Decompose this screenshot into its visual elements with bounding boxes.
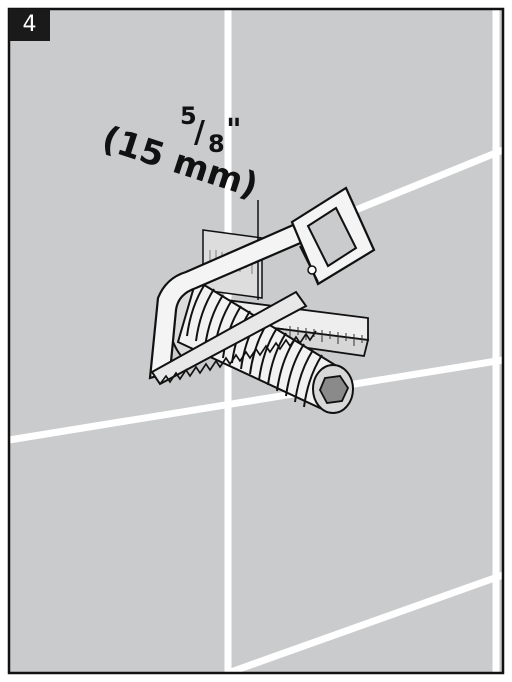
- fraction-slash: /: [194, 115, 205, 150]
- hacksaw-icon: [148, 186, 376, 386]
- step-number-badge: 4: [9, 9, 50, 41]
- saw-handle: [290, 186, 376, 286]
- threaded-pipe-icon: [166, 275, 354, 414]
- inch-mark: ": [226, 113, 242, 148]
- grout-diagonal-middle: [8, 356, 504, 444]
- grout-diagonal-lower: [226, 571, 505, 677]
- fraction-numerator: 5: [180, 102, 197, 130]
- fraction-denominator: 8: [208, 130, 225, 158]
- diagram-border: [7, 7, 505, 675]
